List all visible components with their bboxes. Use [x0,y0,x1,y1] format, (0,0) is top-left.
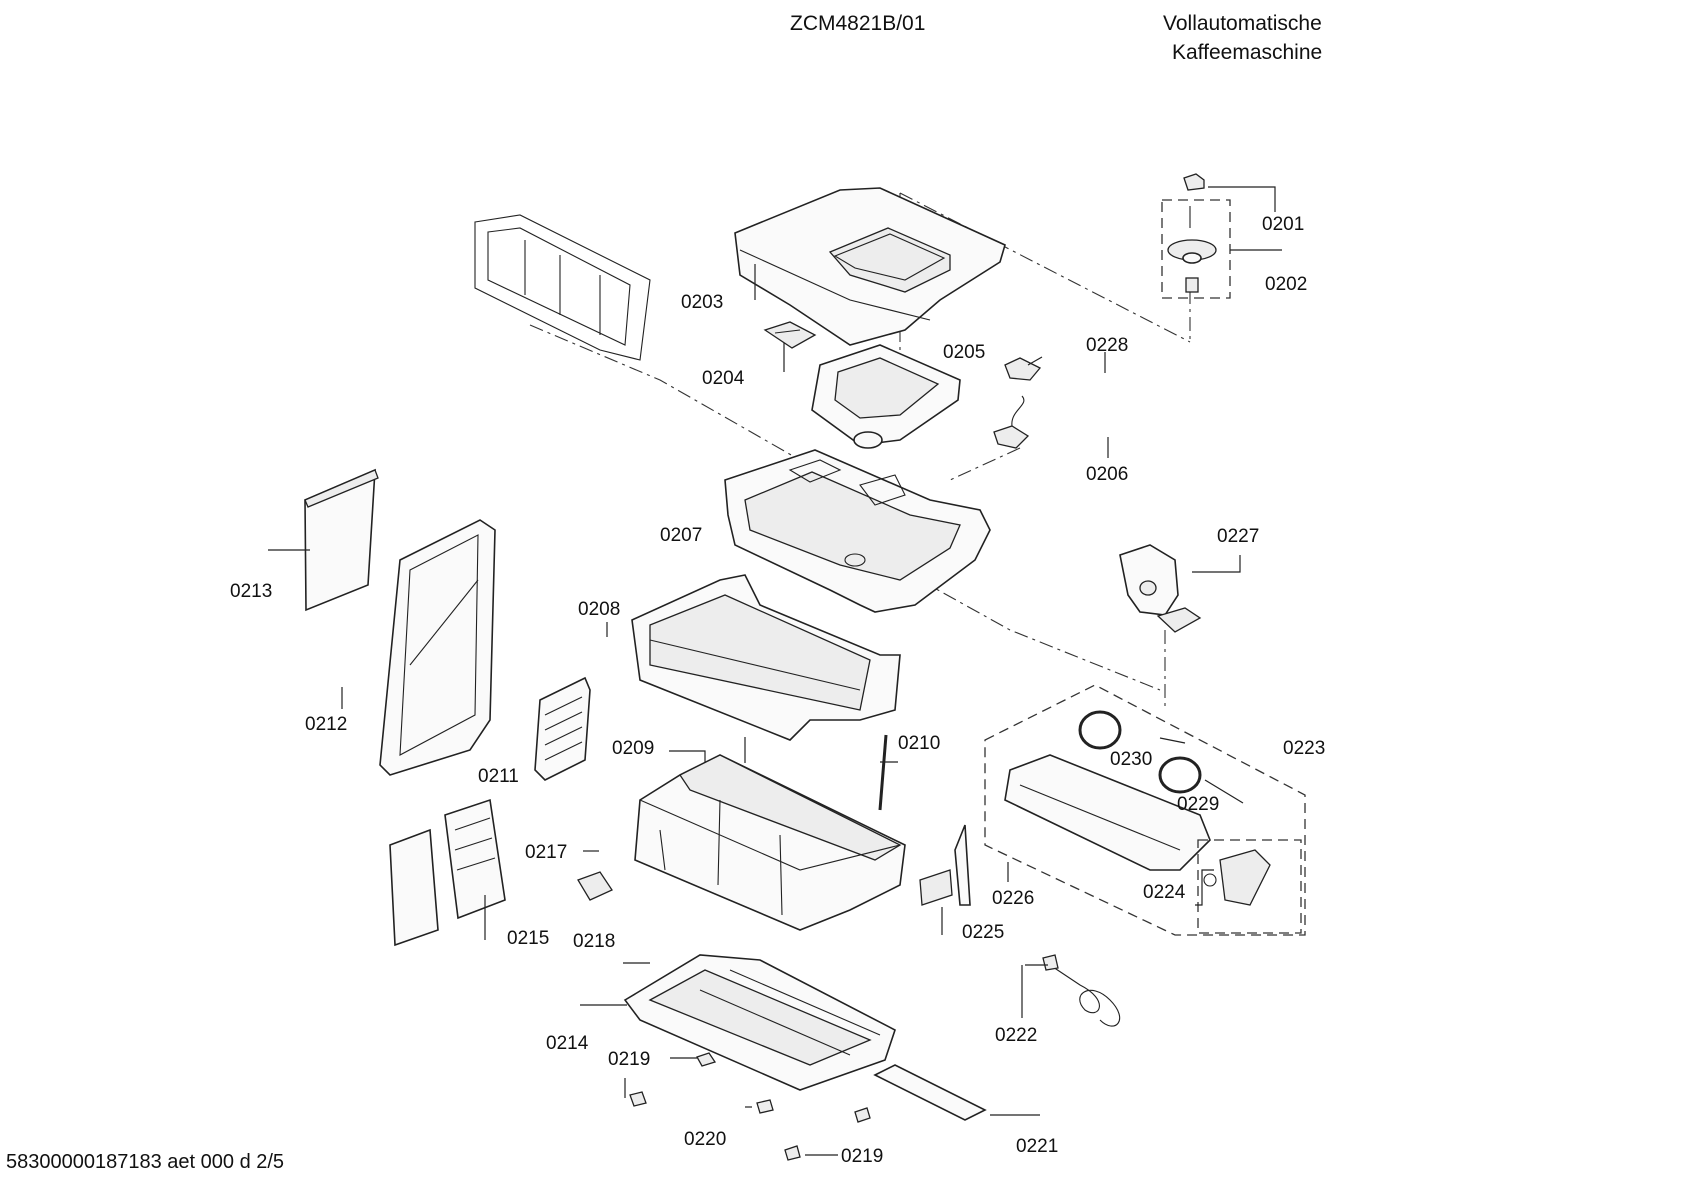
part-0214-bottom-base [623,954,896,1091]
label-0226: 0226 [992,888,1034,909]
label-0203: 0203 [681,292,723,313]
part-0223-heater-assembly [984,684,1306,936]
label-0218: 0218 [573,931,615,952]
label-0207: 0207 [660,525,702,546]
label-0219-upper: 0219 [608,1049,650,1070]
label-0220: 0220 [684,1129,726,1150]
label-0214: 0214 [546,1033,589,1054]
label-0225: 0225 [962,922,1004,943]
part-0225-bracket [919,824,971,906]
part-0213-side-panel [304,468,379,612]
part-labels: 0201 0202 0203 0204 0205 0206 0207 0208 … [230,214,1325,1167]
part-0210-rod [878,734,888,811]
label-0219-lower: 0219 [841,1146,883,1167]
part-0228-sensor [1004,357,1042,381]
label-0221: 0221 [1016,1136,1058,1157]
part-0212-side-frame [379,519,496,776]
document-id: 58300000187183 aet 000 d 2/5 [6,1151,285,1173]
label-0208: 0208 [578,599,620,620]
part-0203-top-cover [734,187,1006,346]
part-0211-air-grille [534,676,591,781]
label-0228: 0228 [1086,335,1128,356]
part-0206-switch [993,395,1030,449]
label-0211: 0211 [478,766,519,787]
appliance-description-line1: Vollautomatische [1163,12,1322,35]
label-0213: 0213 [230,581,272,602]
label-0206: 0206 [1086,464,1128,485]
label-0202: 0202 [1265,274,1307,295]
part-0202-knob-assembly [1161,199,1231,299]
part-0204-drip-grille [763,321,817,349]
part-0205-bean-funnel [811,344,961,449]
label-0217: 0217 [525,842,567,863]
label-0204: 0204 [702,368,745,389]
label-0227: 0227 [1217,526,1259,547]
label-0209: 0209 [612,738,654,759]
part-0208-lower-frame [631,574,901,741]
part-0227-valve-block [1119,544,1202,633]
label-0201: 0201 [1262,214,1304,235]
appliance-description-line2: Kaffeemaschine [1172,41,1323,64]
label-0205: 0205 [943,342,985,363]
part-0221-rail [873,1064,987,1121]
label-0230: 0230 [1110,749,1152,770]
label-0215: 0215 [507,928,549,949]
nut-parts [629,1052,871,1161]
part-0222-hose [1042,954,1121,1027]
label-0210: 0210 [898,733,940,754]
part-ghost-rear-panel [474,214,651,361]
assembly-lines [529,192,1191,710]
leader-lines [268,186,1282,1156]
label-0223: 0223 [1283,738,1325,759]
part-0209-base-tray [634,754,906,931]
part-0207-main-chassis [724,449,991,613]
label-0222: 0222 [995,1025,1037,1046]
part-0201-screw-cap [1183,173,1205,191]
label-0212: 0212 [305,714,347,735]
part-0215-control-board [389,798,506,947]
label-0224: 0224 [1143,882,1186,903]
part-0218-microswitch [577,871,613,901]
label-0229: 0229 [1177,794,1219,815]
model-number: ZCM4821B/01 [790,12,926,35]
